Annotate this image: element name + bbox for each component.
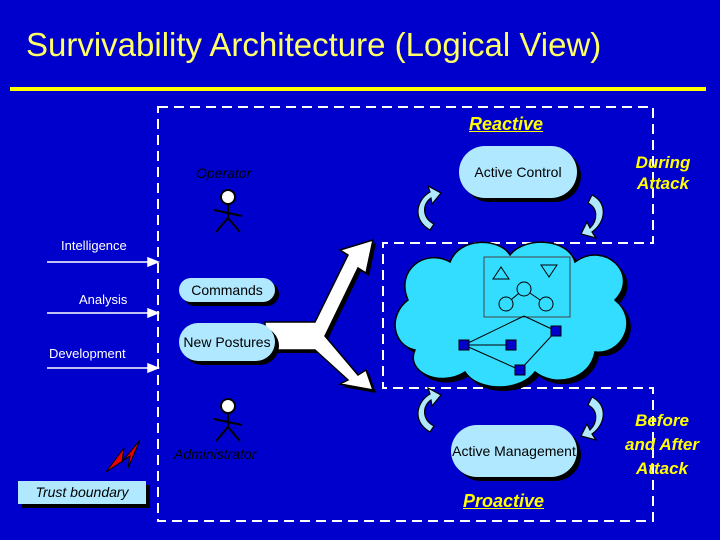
commands-pill: Commands <box>179 278 275 302</box>
intelligence-label: Intelligence <box>61 238 127 253</box>
during-attack-label: During Attack <box>635 153 691 193</box>
analysis-label: Analysis <box>79 292 128 307</box>
lightning-bolt-icon <box>105 439 141 473</box>
reactive-boundary <box>157 106 654 522</box>
page-title: Survivability Architecture (Logical View… <box>26 26 602 63</box>
trust-boundary-label: Trust boundary <box>18 481 146 504</box>
development-label: Development <box>49 346 126 361</box>
operator-actor-icon <box>213 189 243 233</box>
administrator-actor-icon <box>213 398 243 442</box>
network-cloud-icon <box>394 241 631 391</box>
before-after-attack-label: Before and After Attack <box>625 411 699 478</box>
title-underline <box>10 87 706 91</box>
network-diagram <box>458 256 571 376</box>
active-management-pill: Active Management <box>451 425 577 477</box>
active-control-pill: Active Control <box>459 146 577 198</box>
reactive-label: Reactive <box>469 114 544 134</box>
cycle-arrow-icon <box>417 184 604 441</box>
split-arrow <box>264 238 376 393</box>
operator-label: Operator <box>196 165 252 181</box>
new-postures-pill: New Postures <box>179 323 275 361</box>
proactive-label: Proactive <box>463 491 545 511</box>
input-arrows <box>47 256 161 374</box>
administrator-label: Administrator <box>174 446 257 462</box>
